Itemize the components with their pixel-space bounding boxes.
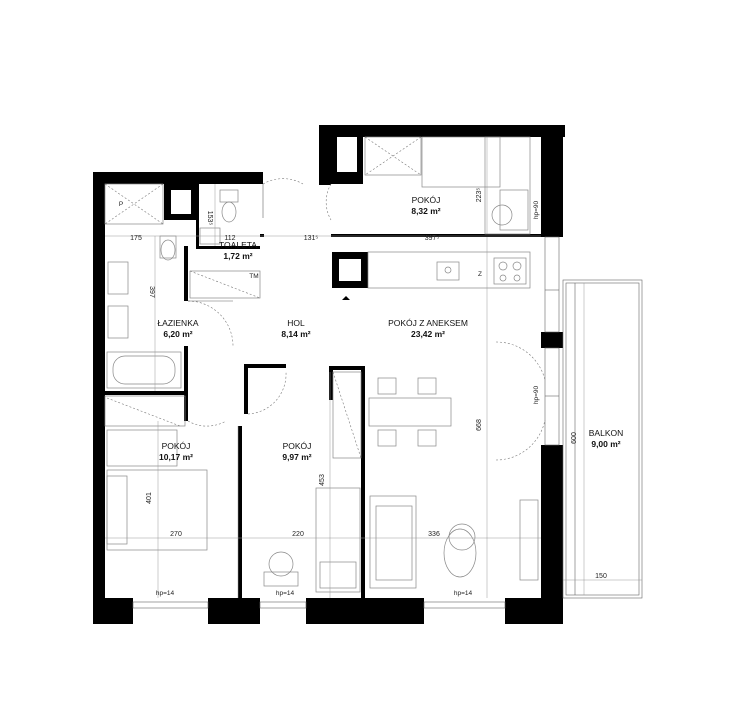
- windows: [132, 236, 560, 609]
- pokoj-left-name: POKÓJ: [162, 441, 191, 451]
- pokoj-aneks-name: POKÓJ Z ANEKSEM: [388, 318, 468, 328]
- dimension-lines: [105, 137, 642, 598]
- pokoj-aneks-area: 23,42 m²: [411, 329, 445, 339]
- dim-397-horizontal: 397⁵: [425, 235, 440, 242]
- bedroom-left-furniture: [104, 395, 208, 551]
- dim-150: 150: [595, 573, 607, 580]
- door-swings: [187, 178, 546, 461]
- dim-112: 112: [224, 235, 235, 242]
- dining-furniture: [368, 377, 539, 589]
- balcony: [562, 279, 643, 599]
- balkon-area: 9,00 m²: [591, 439, 620, 449]
- window-hp90-top: hp=90: [533, 200, 540, 219]
- dim-175: 175: [130, 235, 142, 242]
- exterior-walls: [93, 125, 565, 624]
- pokoj-mid-area: 9,97 m²: [282, 452, 311, 462]
- kitchen-furniture: [367, 251, 531, 289]
- lazienka-area: 6,20 m²: [163, 329, 192, 339]
- dim-336: 336: [428, 531, 440, 538]
- dim-270: 270: [170, 531, 182, 538]
- dim-397-vertical: 397: [148, 286, 155, 298]
- hol-name: HOL: [287, 318, 305, 328]
- pokoj-mid-name: POKÓJ: [283, 441, 312, 451]
- toaleta-area: 1,72 m²: [223, 251, 252, 261]
- window-hp14-mid: hp=14: [276, 590, 295, 597]
- lazienka-name: ŁAZIENKA: [157, 318, 198, 328]
- dim-131: 131⁵: [304, 235, 319, 242]
- p-marker: P: [119, 201, 123, 208]
- balkon-name: BALKON: [589, 428, 624, 438]
- entrance-arrow-icon: [342, 296, 350, 300]
- bedroom-top-furniture: [364, 136, 531, 235]
- hol-area: 8,14 m²: [281, 329, 310, 339]
- pokoj-top-name: POKÓJ: [412, 195, 441, 205]
- dim-223: 223⁵: [476, 188, 483, 203]
- window-hp14-left: hp=14: [156, 590, 175, 597]
- pokoj-left-area: 10,17 m²: [159, 452, 193, 462]
- window-hp90-right: hp=90: [533, 385, 540, 404]
- dim-401: 401: [146, 492, 153, 504]
- dim-600: 600: [571, 432, 578, 444]
- pokoj-top-area: 8,32 m²: [411, 206, 440, 216]
- dim-153: 153⁵: [206, 211, 213, 226]
- dim-453: 453: [319, 474, 326, 486]
- window-hp14-right: hp=14: [454, 590, 473, 597]
- bathroom-fixtures: [104, 183, 261, 389]
- dim-668: 668: [476, 419, 483, 431]
- bedroom-mid-furniture: [263, 371, 362, 593]
- dim-220: 220: [292, 531, 304, 538]
- toaleta-name: TOALETA: [219, 240, 257, 250]
- tm-marker: TM: [249, 273, 258, 280]
- z-marker: Z: [478, 271, 482, 278]
